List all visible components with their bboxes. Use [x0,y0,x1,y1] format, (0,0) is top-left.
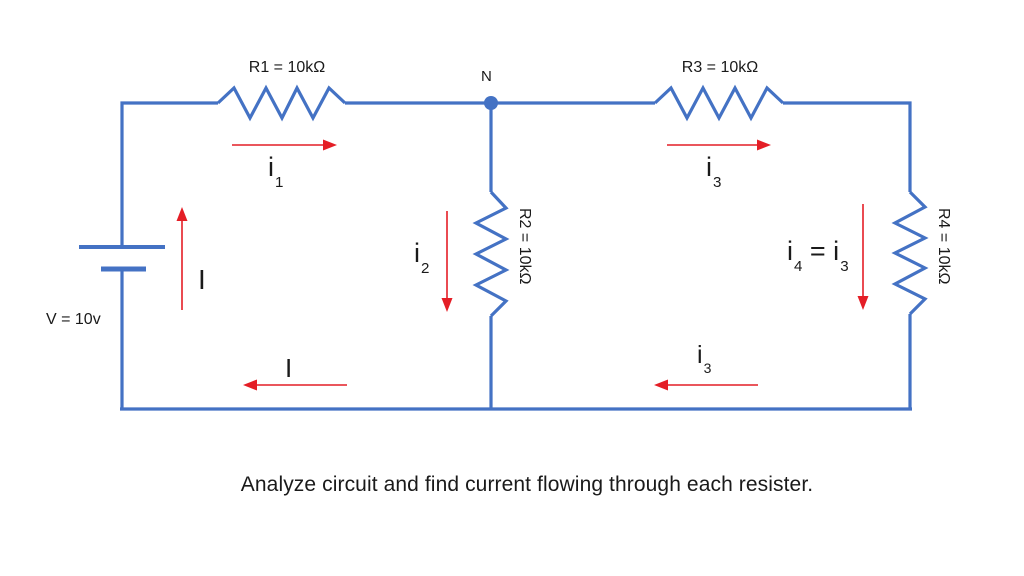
current-label-i2: i2 [414,238,429,276]
up-arrowhead-icon [176,207,188,221]
down-arrowhead-icon [441,298,453,312]
current-symbol: i [697,341,703,369]
current-label-i3-top: i3 [706,152,721,190]
wire-top-right [783,101,912,192]
current-label-loop-bottom: I [285,353,293,383]
resistor-r2-label: R2 = 10kΩ [516,208,533,285]
current-symbol: i [268,152,274,182]
right-arrowhead-icon [757,139,771,151]
equals-current-symbol: = i [802,236,840,266]
battery-voltage-label: V = 10v [46,311,101,328]
current-subscript: 2 [421,259,430,277]
resistor-r1-label: R1 = 10kΩ [248,59,326,76]
resistor-r3-symbol [653,84,785,122]
current-subscript: 3 [840,257,849,275]
current-subscript: 4 [794,257,803,275]
left-arrowhead-icon [654,379,668,391]
current-label-i4-equals-i3: i4 = i3 [787,236,849,274]
current-label-i3-bottom: i3 [697,341,711,375]
resistor-r4-symbol [891,190,929,316]
resistor-r2-symbol [472,190,510,318]
current-symbol: i [706,152,712,182]
current-subscript: 3 [713,173,722,191]
current-arrow-i3-bottom [654,379,758,391]
current-arrow-i1 [232,139,337,151]
resistor-r3-label: R3 = 10kΩ [681,59,759,76]
current-arrow-i4 [857,204,869,310]
resistor-r4-label: R4 = 10kΩ [935,208,952,285]
right-arrowhead-icon [323,139,337,151]
left-arrowhead-icon [243,379,257,391]
current-arrow-i2 [441,211,453,312]
battery-symbol [79,245,165,272]
current-subscript: 1 [275,173,284,191]
node-n-label: N [481,68,492,85]
current-label-loop-left: I [198,264,206,295]
current-arrow-loop-left [176,207,188,310]
current-arrow-loop-bottom [243,379,347,391]
wire-top-left [120,101,218,245]
wires [120,101,912,411]
down-arrowhead-icon [857,296,869,310]
resistor-r1-symbol [216,84,347,122]
current-arrow-i3-top [667,139,771,151]
current-label-i1: i1 [268,152,283,190]
current-symbol: i [414,238,420,268]
current-symbol: i [787,236,793,266]
node-n-dot [484,96,498,110]
caption-text: Analyze circuit and find current flowing… [240,473,814,496]
current-subscript: 3 [703,359,712,376]
